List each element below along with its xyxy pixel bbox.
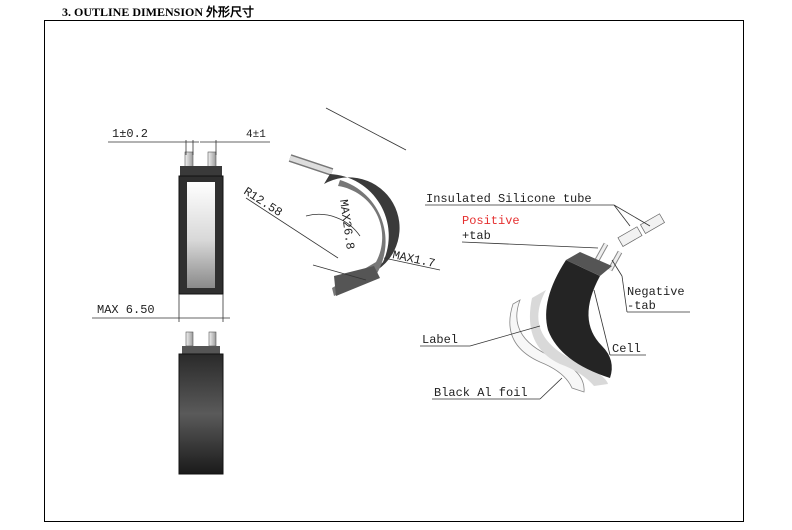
dim-arc-length: MAX26.8 [336,199,357,251]
dim-tab-width: 1±0.2 [112,127,148,141]
dim-tab-length: 4±1 [246,129,266,141]
label-insulated-tube: Insulated Silicone tube [426,192,592,206]
label-label: Label [422,333,458,347]
label-positive-tab: +tab [462,229,491,243]
drawing-frame [44,20,744,522]
curved-side-view [288,154,400,296]
label-negative: Negative [627,285,685,299]
label-black-al-foil: Black Al foil [434,386,528,400]
dim-max-thickness: MAX 6.50 [97,303,155,317]
dim-arc-thickness: MAX1.7 [391,248,436,271]
label-positive: Positive [462,214,520,228]
dim-radius: R12.58 [241,185,285,220]
label-cell: Cell [612,342,641,356]
exploded-view [509,213,665,393]
section-heading: 3. OUTLINE DIMENSION 外形尺寸 [62,5,255,19]
back-view [178,331,224,475]
front-view [178,151,224,295]
label-negative-tab: -tab [627,299,656,313]
